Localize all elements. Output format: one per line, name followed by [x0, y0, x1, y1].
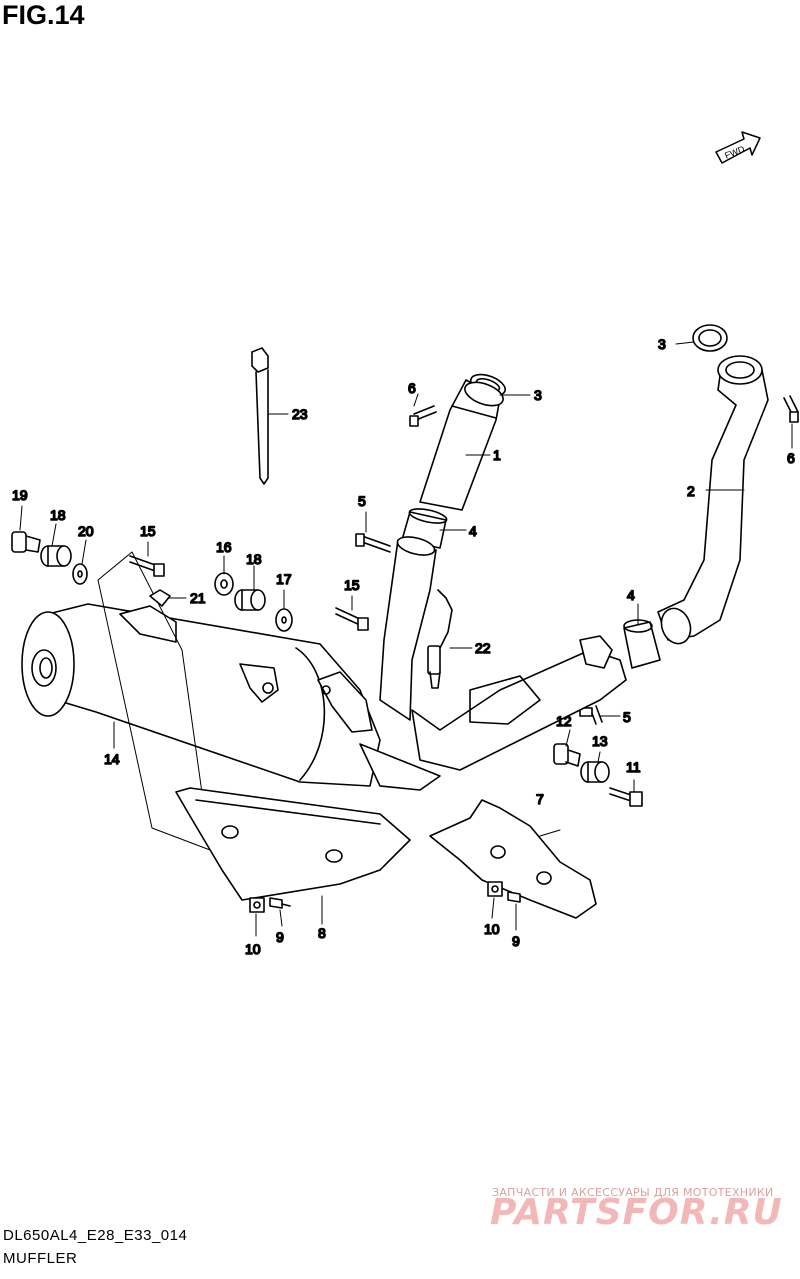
screw-9-left [269, 897, 291, 909]
bolt-5-right [579, 705, 603, 725]
bolt-15-right [335, 607, 369, 631]
callout-13: 13 [592, 733, 608, 749]
callout-11: 11 [626, 759, 641, 775]
callout-labels: 1 2 3 3 4 4 5 5 6 6 7 8 9 9 10 10 11 12 … [11, 335, 796, 958]
bolt-6-left [409, 405, 437, 427]
model-code: DL650AL4_E28_E33_014 [3, 1227, 188, 1244]
callout-7: 7 [536, 791, 544, 807]
callout-6b: 6 [787, 450, 795, 466]
washer-17 [275, 608, 293, 632]
callout-23: 23 [292, 406, 308, 422]
callout-15a: 15 [140, 523, 156, 539]
exhaust-pipe-no2 [657, 355, 769, 645]
callout-18a: 18 [50, 507, 66, 523]
bolt-12 [553, 743, 581, 767]
exhaust-connector-lower [623, 619, 661, 669]
screw-9-right [507, 891, 521, 903]
callout-21: 21 [190, 590, 206, 606]
grommet-13 [580, 761, 610, 783]
bolt-5-left [355, 533, 391, 553]
nut-10-right [487, 881, 503, 897]
muffler-body [21, 603, 441, 791]
callout-15b: 15 [344, 577, 360, 593]
callout-14: 14 [104, 751, 120, 767]
leader-lines [19, 341, 793, 937]
gasket-rear [692, 324, 728, 352]
callout-20: 20 [78, 523, 94, 539]
callout-3b: 3 [658, 336, 666, 352]
callout-5a: 5 [358, 493, 366, 509]
nut-10-left [249, 897, 265, 913]
fwd-arrow-icon: FWD [715, 131, 761, 164]
callout-3a: 3 [534, 387, 542, 403]
callout-8: 8 [318, 925, 326, 941]
washer-20 [72, 563, 88, 585]
callout-19: 19 [12, 487, 28, 503]
callout-18b: 18 [246, 551, 262, 567]
clip-21 [149, 589, 171, 607]
callout-4a: 4 [469, 523, 477, 539]
callout-5b: 5 [623, 709, 631, 725]
collar-16 [214, 572, 234, 596]
oxygen-sensor [427, 589, 453, 689]
watermark-logo: PARTSFOR.RU [490, 1192, 783, 1233]
cable-tie [251, 347, 269, 485]
callout-12: 12 [556, 713, 572, 729]
bolt-6-right [783, 395, 799, 423]
grommet-18-left [40, 545, 72, 567]
exhaust-pipe-no1 [419, 379, 504, 511]
exhaust-center-pipe [379, 536, 627, 771]
section-name: MUFFLER [3, 1250, 78, 1267]
callout-1: 1 [493, 447, 501, 463]
watermark-tagline: ЗАПЧАСТИ И АКСЕССУАРЫ ДЛЯ МОТОТЕХНИКИ [492, 1186, 774, 1199]
bolt-19 [11, 531, 41, 553]
heat-shield-7 [429, 799, 597, 919]
callout-9a: 9 [276, 929, 284, 945]
grommet-18-right [234, 589, 266, 611]
callout-2: 2 [687, 483, 695, 499]
callout-17: 17 [276, 571, 292, 587]
bolt-11 [609, 787, 643, 807]
figure-title: FIG.14 [2, 0, 85, 30]
callout-16: 16 [216, 539, 232, 555]
callout-4b: 4 [627, 587, 635, 603]
heat-shield-8 [175, 787, 411, 901]
callout-10a: 10 [245, 941, 261, 957]
bolt-15-left [129, 555, 165, 577]
callout-22: 22 [475, 640, 491, 656]
callout-10b: 10 [484, 921, 500, 937]
callout-9b: 9 [512, 933, 520, 949]
callout-6a: 6 [408, 380, 416, 396]
muffler-bracket-outline [97, 551, 211, 851]
